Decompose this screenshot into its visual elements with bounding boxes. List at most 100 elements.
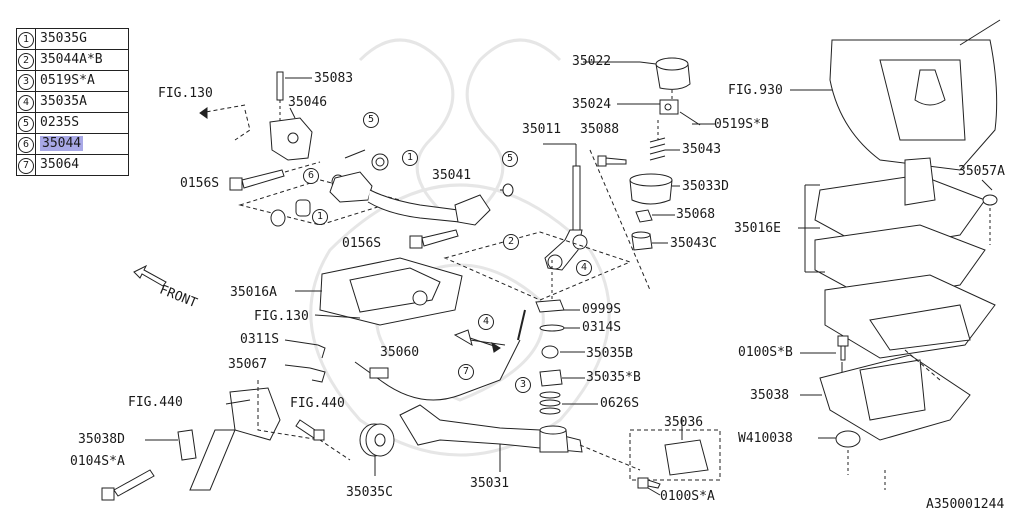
label-0626s[interactable]: 0626S: [600, 396, 640, 411]
housing-35016a: [319, 257, 463, 326]
label-35046[interactable]: 35046: [288, 95, 328, 110]
bracket-35046: [269, 107, 313, 161]
legend-row: 1 35035G: [16, 28, 129, 50]
bolt-0156s-left: [229, 169, 285, 191]
callout-3[interactable]: 3: [515, 377, 531, 393]
label-0311s[interactable]: 0311S: [240, 332, 280, 347]
legend-row: 4 35035A: [16, 91, 129, 113]
label-35036[interactable]: 35036: [664, 415, 704, 430]
bolt-0104sa: [101, 469, 155, 501]
callout-4[interactable]: 4: [478, 314, 494, 330]
callout-6[interactable]: 6: [303, 168, 319, 184]
console-fig930: [829, 19, 1001, 171]
knob-35022: [655, 57, 691, 90]
label-35024[interactable]: 35024: [572, 97, 612, 112]
label-fig130-top[interactable]: FIG.130: [158, 86, 213, 101]
label-35031[interactable]: 35031: [470, 476, 510, 491]
clip-35067: [309, 367, 326, 383]
label-35043c[interactable]: 35043C: [670, 236, 717, 251]
label-fig130-mid[interactable]: FIG.130: [254, 309, 309, 324]
label-35060[interactable]: 35060: [380, 345, 420, 360]
label-35068[interactable]: 35068: [676, 207, 716, 222]
callout-4[interactable]: 4: [576, 260, 592, 276]
label-0100sa[interactable]: 0100S*A: [660, 489, 715, 504]
ring-stack: [535, 299, 565, 415]
label-35088[interactable]: 35088: [580, 122, 620, 137]
callout-5[interactable]: 5: [363, 112, 379, 128]
legend-code[interactable]: 35044A*B: [40, 52, 103, 67]
bolt-35088: [597, 155, 627, 167]
label-35011[interactable]: 35011: [522, 122, 562, 137]
label-0519sb[interactable]: 0519S*B: [714, 117, 769, 132]
legend-number: 4: [18, 95, 34, 111]
nut-35068: [635, 209, 653, 223]
legend-code[interactable]: 0235S: [40, 115, 80, 130]
label-0314s[interactable]: 0314S: [582, 320, 622, 335]
spring-35043: [649, 120, 666, 161]
leader-lines: [344, 61, 993, 496]
legend-code[interactable]: 35035A: [40, 94, 87, 109]
label-35035c[interactable]: 35035C: [346, 485, 393, 500]
label-fig440-left[interactable]: FIG.440: [128, 395, 183, 410]
label-35041[interactable]: 35041: [432, 168, 472, 183]
callout-2[interactable]: 2: [503, 234, 519, 250]
label-35083[interactable]: 35083: [314, 71, 354, 86]
bracket-35038d: [177, 429, 197, 461]
label-35035b[interactable]: 35035B: [586, 346, 633, 361]
plug-w410038: [835, 430, 861, 448]
label-35016a[interactable]: 35016A: [230, 285, 277, 300]
mount-35035c: [359, 423, 395, 457]
watermark-logo: [309, 38, 611, 457]
label-35043[interactable]: 35043: [682, 142, 722, 157]
label-fig440-right[interactable]: FIG.440: [290, 396, 345, 411]
callout-5[interactable]: 5: [502, 151, 518, 167]
bolt-fig440: [295, 419, 325, 441]
label-0104sa[interactable]: 0104S*A: [70, 454, 125, 469]
label-fig930[interactable]: FIG.930: [728, 83, 783, 98]
callout-1[interactable]: 1: [402, 150, 418, 166]
label-35033d[interactable]: 35033D: [682, 179, 729, 194]
legend-row: 2 35044A*B: [16, 49, 129, 71]
callout-1[interactable]: 1: [312, 209, 328, 225]
label-0100sb[interactable]: 0100S*B: [738, 345, 793, 360]
callout-7[interactable]: 7: [458, 364, 474, 380]
clip-35064: [453, 329, 501, 353]
legend-number: 3: [18, 74, 34, 90]
legend-code[interactable]: 35064: [40, 157, 80, 172]
bolt-0156s-mid: [409, 229, 459, 249]
bolt-0100sb: [837, 335, 849, 361]
label-0999s[interactable]: 0999S: [582, 302, 622, 317]
rod-35031: [399, 404, 583, 453]
legend-code[interactable]: 0519S*A: [40, 73, 95, 88]
adaptor-35024: [659, 99, 679, 115]
bracket-35038: [819, 354, 971, 441]
legend-row: 7 35064: [16, 154, 129, 176]
boot-35016e: [814, 157, 996, 359]
bolt-0100sa: [637, 477, 661, 489]
label-35035xb[interactable]: 35035*B: [586, 370, 641, 385]
legend-number: 1: [18, 32, 34, 48]
legend-number: 7: [18, 158, 34, 174]
label-reference: A350001244: [926, 497, 1005, 512]
label-w410038[interactable]: W410038: [738, 431, 793, 446]
label-35038d[interactable]: 35038D: [78, 432, 125, 447]
front-arrow-icon: [133, 264, 167, 287]
legend-table: 1 35035G 2 35044A*B 3 0519S*A 4 35035A 5 0235…: [16, 28, 129, 176]
label-0156s-left[interactable]: 0156S: [180, 176, 220, 191]
legend-number: 6: [18, 137, 34, 153]
label-35022[interactable]: 35022: [572, 54, 612, 69]
legend-code[interactable]: 35035G: [40, 31, 87, 46]
label-35038[interactable]: 35038: [750, 388, 790, 403]
label-35057a[interactable]: 35057A: [958, 164, 1005, 179]
legend-number: 5: [18, 116, 34, 132]
label-35016e[interactable]: 35016E: [734, 221, 781, 236]
boot-35033d: [629, 173, 673, 205]
bracket-fig440: [189, 387, 281, 491]
label-0156s-mid[interactable]: 0156S: [342, 236, 382, 251]
legend-number: 2: [18, 53, 34, 69]
rod-35041: [329, 153, 491, 226]
legend-code-selected[interactable]: 35044: [40, 136, 84, 151]
label-35067[interactable]: 35067: [228, 357, 268, 372]
